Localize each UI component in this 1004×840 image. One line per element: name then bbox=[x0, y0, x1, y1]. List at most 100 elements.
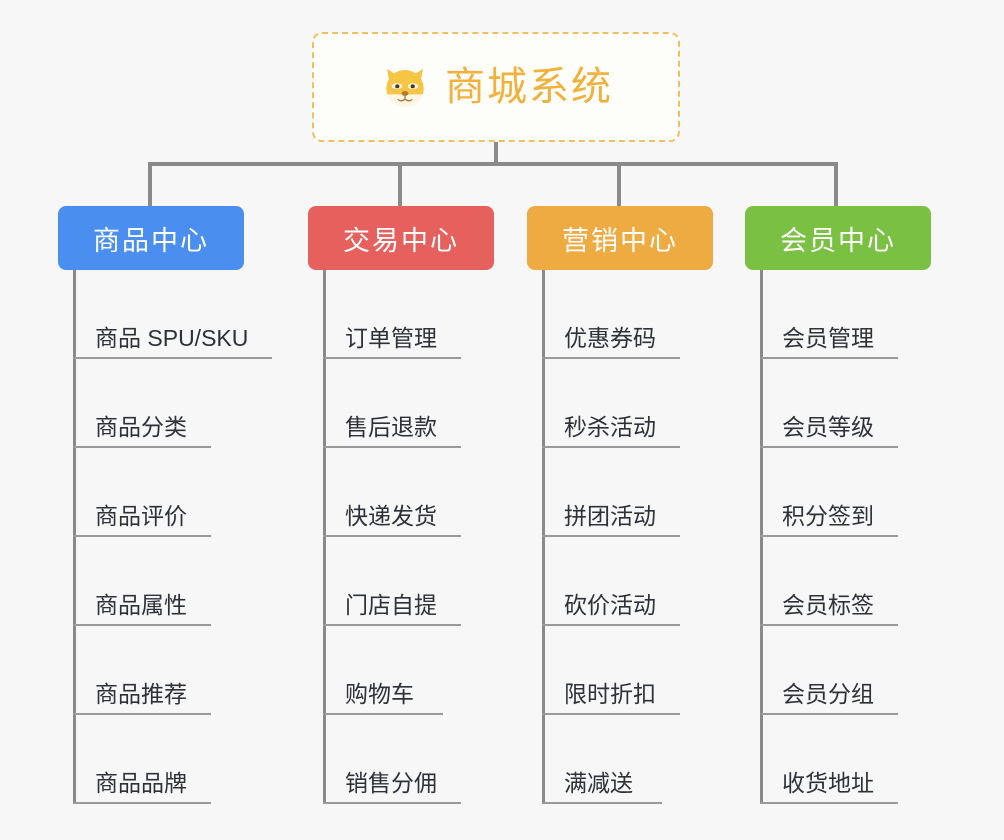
branch-column-1: 商品中心 商品 SPU/SKU 商品分类 商品评价 商品属性 商品推荐 bbox=[58, 206, 272, 804]
leaf-underline bbox=[323, 446, 461, 448]
leaf-label: 优惠券码 bbox=[564, 325, 656, 351]
leaf-item[interactable]: 门店自提 bbox=[308, 537, 494, 626]
leaf-label: 门店自提 bbox=[345, 592, 437, 618]
leaf-item[interactable]: 会员管理 bbox=[745, 270, 931, 359]
leaf-label: 订单管理 bbox=[345, 325, 437, 351]
leaf-label: 收货地址 bbox=[782, 770, 874, 796]
branch-header-2[interactable]: 交易中心 bbox=[308, 206, 494, 270]
leaf-item[interactable]: 砍价活动 bbox=[527, 537, 713, 626]
leaf-underline bbox=[760, 624, 898, 626]
leaf-label: 商品推荐 bbox=[95, 681, 187, 707]
leaf-underline bbox=[542, 535, 680, 537]
leaf-label: 限时折扣 bbox=[564, 681, 656, 707]
leaf-underline bbox=[323, 535, 461, 537]
leaf-label: 秒杀活动 bbox=[564, 414, 656, 440]
branch-spine-2 bbox=[323, 270, 326, 804]
leaf-item[interactable]: 满减送 bbox=[527, 715, 713, 804]
leaf-item[interactable]: 限时折扣 bbox=[527, 626, 713, 715]
branch-column-3: 营销中心 优惠券码 秒杀活动 拼团活动 砍价活动 限时折扣 bbox=[527, 206, 713, 804]
leaf-underline bbox=[542, 713, 680, 715]
leaf-underline bbox=[323, 624, 461, 626]
leaf-list-4: 会员管理 会员等级 积分签到 会员标签 会员分组 收货地址 bbox=[745, 270, 931, 804]
branch-header-label: 商品中心 bbox=[93, 225, 209, 256]
connector-drop-1 bbox=[148, 162, 152, 206]
leaf-underline bbox=[323, 713, 443, 715]
root-title: 商城系统 bbox=[445, 65, 613, 109]
leaf-label: 满减送 bbox=[564, 770, 633, 796]
leaf-item[interactable]: 快递发货 bbox=[308, 448, 494, 537]
shiba-dog-face-icon bbox=[386, 69, 424, 108]
leaf-underline bbox=[73, 713, 211, 715]
leaf-label: 商品属性 bbox=[95, 592, 187, 618]
branch-header-4[interactable]: 会员中心 bbox=[745, 206, 931, 270]
leaf-item[interactable]: 销售分佣 bbox=[308, 715, 494, 804]
branch-column-2: 交易中心 订单管理 售后退款 快递发货 门店自提 购物车 bbox=[308, 206, 494, 804]
leaf-item[interactable]: 订单管理 bbox=[308, 270, 494, 359]
leaf-underline bbox=[542, 357, 680, 359]
leaf-underline bbox=[323, 357, 461, 359]
leaf-label: 积分签到 bbox=[782, 503, 874, 529]
leaf-label: 拼团活动 bbox=[564, 503, 656, 529]
connector-drop-4 bbox=[834, 162, 838, 206]
leaf-item[interactable]: 商品品牌 bbox=[58, 715, 244, 804]
leaf-label: 商品 SPU/SKU bbox=[95, 325, 249, 351]
leaf-label: 购物车 bbox=[345, 681, 414, 707]
leaf-label: 会员等级 bbox=[782, 414, 874, 440]
leaf-label: 商品评价 bbox=[95, 503, 187, 529]
branch-spine-4 bbox=[760, 270, 763, 804]
leaf-item[interactable]: 商品属性 bbox=[58, 537, 244, 626]
leaf-item[interactable]: 购物车 bbox=[308, 626, 494, 715]
leaf-label: 快递发货 bbox=[345, 503, 437, 529]
root-node[interactable]: 商城系统 bbox=[312, 32, 680, 142]
leaf-item[interactable]: 积分签到 bbox=[745, 448, 931, 537]
leaf-underline bbox=[760, 713, 898, 715]
connector-drop-2 bbox=[398, 162, 402, 206]
branch-header-label: 营销中心 bbox=[562, 225, 678, 256]
leaf-item[interactable]: 商品分类 bbox=[58, 359, 244, 448]
connector-bus bbox=[148, 162, 838, 166]
leaf-underline bbox=[73, 357, 272, 359]
leaf-underline bbox=[73, 446, 211, 448]
leaf-underline bbox=[73, 624, 211, 626]
leaf-item[interactable]: 会员分组 bbox=[745, 626, 931, 715]
leaf-item[interactable]: 拼团活动 bbox=[527, 448, 713, 537]
leaf-item[interactable]: 优惠券码 bbox=[527, 270, 713, 359]
branch-header-label: 交易中心 bbox=[343, 225, 459, 256]
leaf-underline bbox=[760, 535, 898, 537]
branch-header-label: 会员中心 bbox=[780, 225, 896, 256]
leaf-underline bbox=[542, 624, 680, 626]
leaf-label: 商品分类 bbox=[95, 414, 187, 440]
leaf-label: 会员管理 bbox=[782, 325, 874, 351]
leaf-underline bbox=[760, 446, 898, 448]
leaf-label: 售后退款 bbox=[345, 414, 437, 440]
leaf-underline bbox=[542, 802, 662, 804]
leaf-underline bbox=[760, 357, 898, 359]
leaf-item[interactable]: 收货地址 bbox=[745, 715, 931, 804]
connector-root-stem bbox=[494, 142, 498, 164]
branch-header-3[interactable]: 营销中心 bbox=[527, 206, 713, 270]
leaf-item[interactable]: 秒杀活动 bbox=[527, 359, 713, 448]
leaf-item[interactable]: 商品推荐 bbox=[58, 626, 244, 715]
leaf-underline bbox=[323, 802, 461, 804]
leaf-underline bbox=[760, 802, 898, 804]
branch-spine-3 bbox=[542, 270, 545, 804]
leaf-list-1: 商品 SPU/SKU 商品分类 商品评价 商品属性 商品推荐 商品品牌 bbox=[58, 270, 272, 804]
leaf-underline bbox=[542, 446, 680, 448]
leaf-underline bbox=[73, 802, 211, 804]
leaf-underline bbox=[73, 535, 211, 537]
leaf-item[interactable]: 售后退款 bbox=[308, 359, 494, 448]
leaf-label: 商品品牌 bbox=[95, 770, 187, 796]
leaf-label: 砍价活动 bbox=[564, 592, 656, 618]
leaf-label: 会员分组 bbox=[782, 681, 874, 707]
leaf-list-2: 订单管理 售后退款 快递发货 门店自提 购物车 销售分佣 bbox=[308, 270, 494, 804]
leaf-item[interactable]: 会员等级 bbox=[745, 359, 931, 448]
branch-header-1[interactable]: 商品中心 bbox=[58, 206, 244, 270]
leaf-item[interactable]: 商品评价 bbox=[58, 448, 244, 537]
leaf-item[interactable]: 会员标签 bbox=[745, 537, 931, 626]
leaf-label: 会员标签 bbox=[782, 592, 874, 618]
leaf-item[interactable]: 商品 SPU/SKU bbox=[58, 270, 272, 359]
branch-column-4: 会员中心 会员管理 会员等级 积分签到 会员标签 会员分组 bbox=[745, 206, 931, 804]
branch-spine-1 bbox=[73, 270, 76, 804]
leaf-label: 销售分佣 bbox=[345, 770, 437, 796]
